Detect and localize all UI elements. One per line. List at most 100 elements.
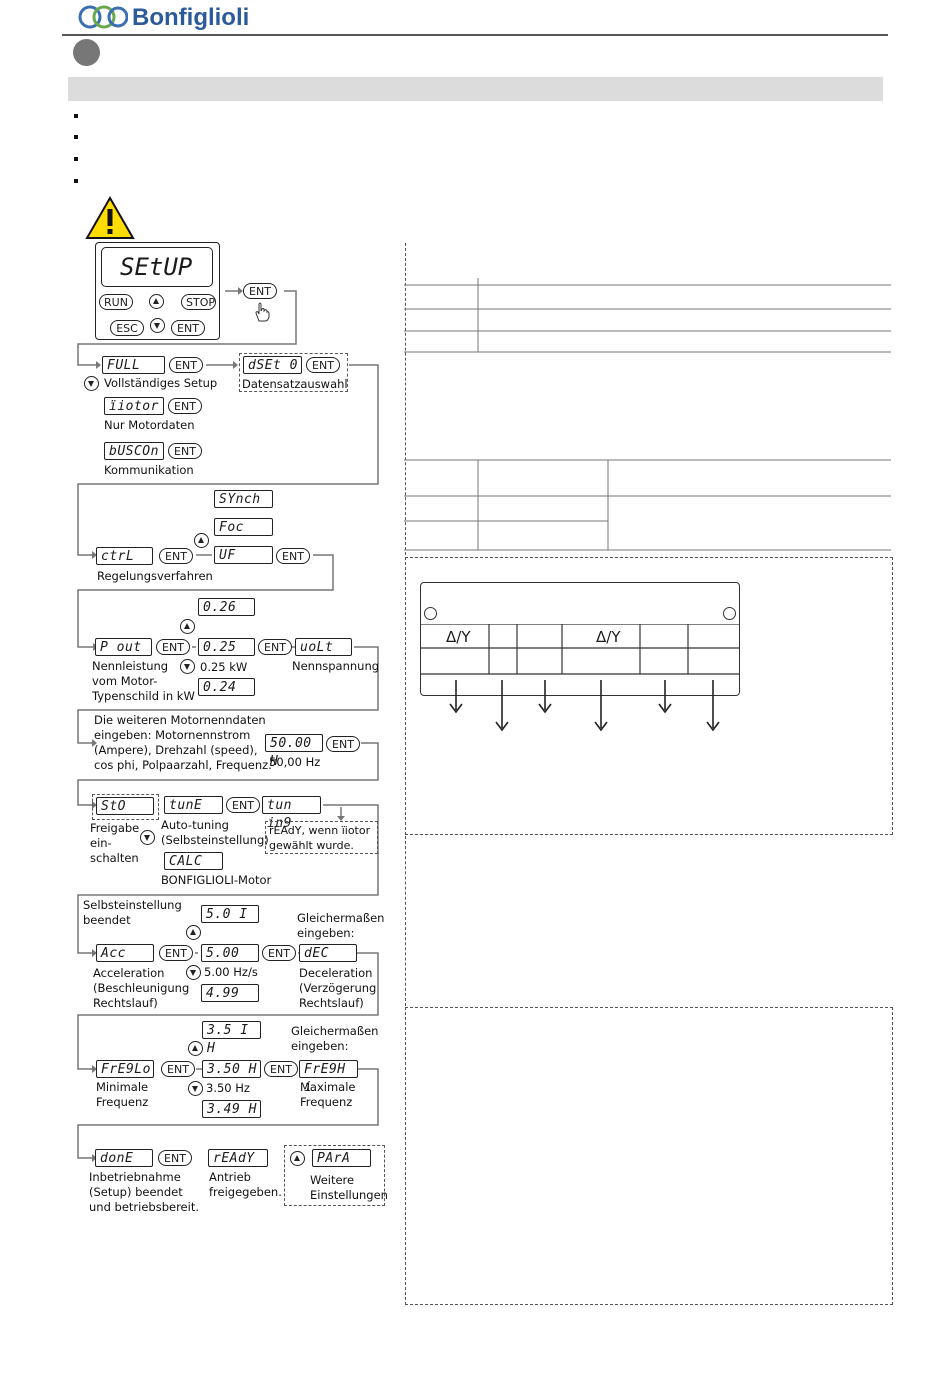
done-label: Inbetriebnahme (Setup) beendet und betri… <box>89 1170 199 1214</box>
ctrl-label: Regelungsverfahren <box>97 569 213 583</box>
ent-key[interactable]: ENT <box>159 945 193 961</box>
ent-key[interactable]: ENT <box>169 357 203 373</box>
list-bullet <box>74 179 78 183</box>
up-arrow-icon[interactable] <box>188 1041 203 1056</box>
freq5000-label: 50,00 Hz <box>269 755 321 769</box>
tune-label: Auto-tuning (Selbsteinstellung) <box>161 818 269 847</box>
ent-key[interactable]: ENT <box>276 548 310 564</box>
up-arrow-icon[interactable] <box>149 294 164 309</box>
run-key[interactable]: RUN <box>99 294 133 310</box>
ent-key[interactable]: ENT <box>168 398 202 414</box>
ent-key[interactable]: ENT <box>262 945 296 961</box>
dset-label: Datensatzauswahl <box>242 377 348 391</box>
dec-display: dEC <box>299 944 357 962</box>
ready-label: Antrieb freigegeben. <box>209 1170 282 1199</box>
f350-display: 3.50 H <box>202 1060 261 1078</box>
down-arrow-icon[interactable] <box>180 659 195 674</box>
full-display: FULL <box>102 356 165 374</box>
bonfiglioli-logo-icon <box>78 5 129 29</box>
same1-label: Gleichermaßen eingeben: <box>297 911 385 940</box>
foc-display: Foc <box>214 518 273 536</box>
down-arrow-icon[interactable] <box>188 1081 203 1096</box>
acc501-display: 5.0 I <box>201 905 259 923</box>
list-bullet <box>74 135 78 139</box>
ent-key[interactable]: ENT <box>159 548 193 564</box>
up-arrow-icon[interactable] <box>180 619 195 634</box>
freqlo-label: Minimale Frequenz <box>96 1080 149 1109</box>
ent-key[interactable]: ENT <box>326 736 360 752</box>
ent-key[interactable]: ENT <box>156 639 190 655</box>
uf-display: UF <box>214 546 273 564</box>
ctrl-display: ctrL <box>96 547 153 565</box>
up-arrow-icon[interactable] <box>186 925 201 940</box>
dset-box <box>239 353 348 392</box>
freqhi-display: FrE9H i <box>299 1060 358 1095</box>
header-rule <box>62 34 888 36</box>
synch-display: SYnch <box>214 490 273 508</box>
ready-display: rEAdY <box>208 1149 268 1167</box>
nameplate-box <box>405 557 893 835</box>
list-bullet <box>74 114 78 118</box>
brand-name: Bonfiglioli <box>132 4 250 31</box>
sto-display: StO <box>96 797 154 815</box>
volt-display: uoLt <box>295 638 352 656</box>
ent-key[interactable]: ENT <box>171 320 205 336</box>
sto-box <box>92 794 159 820</box>
ent-key[interactable]: ENT <box>161 1061 195 1077</box>
f349-display: 3.49 H <box>202 1100 261 1118</box>
ready-note: rEAdY, wenn ïiotor gewählt wurde. <box>269 824 371 852</box>
done-display: donE <box>95 1149 153 1167</box>
down-arrow-icon[interactable] <box>150 318 165 333</box>
ent-key[interactable]: ENT <box>258 639 292 655</box>
nameplate <box>420 582 740 696</box>
parameter-tables <box>404 278 891 551</box>
up-arrow-icon[interactable] <box>290 1151 305 1166</box>
down-arrow-icon[interactable] <box>84 376 99 391</box>
keypad-display: SEtUP <box>101 247 213 287</box>
delta-star-label: Δ/Y <box>446 628 471 646</box>
same2-label: Gleichermaßen eingeben: <box>291 1024 379 1053</box>
freqhi-label: Maximale Frequenz <box>300 1080 356 1109</box>
sto-label: Freigabe ein- schalten <box>90 821 140 865</box>
p025-display: 0.25 <box>198 638 255 656</box>
ent-key[interactable]: ENT <box>306 357 340 373</box>
stop-key[interactable]: STOP <box>181 294 216 310</box>
keypad-panel <box>95 242 220 340</box>
acc-label: Acceleration (Beschleunigung Rechtslauf) <box>93 966 190 1010</box>
pout-display: P out <box>95 638 152 656</box>
nameplate-grid <box>420 624 740 732</box>
calc-display: CALC <box>164 852 223 870</box>
up-arrow-icon[interactable] <box>194 533 209 548</box>
freq5000-display: 50.00 H <box>265 734 323 769</box>
delta-star-label: Δ/Y <box>596 628 621 646</box>
acc500-display: 5.00 <box>201 944 259 962</box>
notes-box <box>405 1007 893 1305</box>
full-label: Vollständiges Setup <box>104 376 218 390</box>
buscon-display: bUSCOn <box>104 442 164 460</box>
ent-key[interactable]: ENT <box>158 1150 192 1166</box>
ent-key[interactable]: ENT <box>243 283 277 299</box>
freqlo-display: FrE9Lo <box>96 1060 154 1078</box>
f351-display: 3.5 I H <box>202 1021 261 1056</box>
nameplate-hole-right <box>723 607 736 620</box>
brand-logo: Bonfiglioli <box>78 4 278 32</box>
ent-key[interactable]: ENT <box>168 443 202 459</box>
pout-label: Nennleistung vom Motor- Typenschild in k… <box>92 659 195 703</box>
acc499-display: 4.99 <box>201 984 259 1002</box>
section-heading-bar <box>68 77 883 101</box>
down-arrow-icon[interactable] <box>140 830 155 845</box>
para-display: PArA <box>312 1149 371 1167</box>
warning-icon <box>85 196 135 239</box>
p026-display: 0.26 <box>198 598 255 616</box>
down-arrow-icon[interactable] <box>186 965 201 980</box>
f350-label: 3.50 Hz <box>206 1081 250 1095</box>
ready-note-box <box>265 821 378 854</box>
ent-key[interactable]: ENT <box>264 1061 298 1077</box>
ent-key[interactable]: ENT <box>226 797 260 813</box>
list-bullet <box>74 157 78 161</box>
right-column-divider <box>405 836 406 1006</box>
nameplate-hole-left <box>424 607 437 620</box>
para-box <box>284 1145 385 1206</box>
p025-label: 0.25 kW <box>200 660 248 674</box>
esc-key[interactable]: ESC <box>110 320 144 336</box>
